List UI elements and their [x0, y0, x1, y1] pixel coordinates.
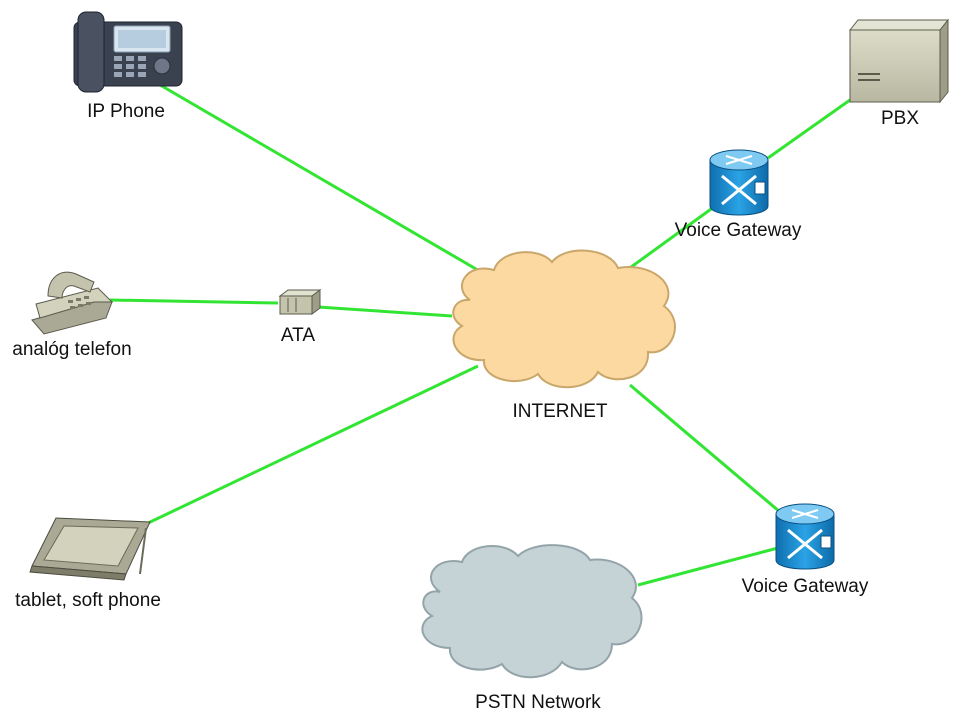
ip-phone-label: IP Phone: [87, 101, 165, 122]
link-ip-phone-internet: [154, 80, 489, 278]
link-ata-internet: [317, 305, 453, 318]
link-gateway-top-pbx: [767, 98, 851, 160]
link-gateway-bottom-pstn: [637, 546, 779, 587]
tablet-icon: [29, 517, 151, 581]
analog-phone-node[interactable]: analóg telefon: [12, 271, 132, 360]
voice-gateway-icon: [775, 503, 835, 570]
pbx-server-icon: [848, 18, 950, 104]
link-analog-phone-ata: [109, 298, 279, 305]
voice-gateway-bottom-label: Voice Gateway: [742, 576, 869, 597]
analog-phone-label: analóg telefon: [12, 339, 131, 360]
pstn-cloud[interactable]: PSTN Network: [421, 544, 643, 713]
ata-node[interactable]: ATA: [278, 289, 322, 346]
tablet-label: tablet, soft phone: [15, 590, 161, 611]
voice-gateway-icon: [709, 149, 769, 216]
pbx-label: PBX: [881, 108, 919, 129]
internet-label: INTERNET: [513, 401, 608, 422]
internet-cloud-icon: [452, 249, 676, 389]
tablet-node[interactable]: tablet, soft phone: [15, 517, 161, 611]
voice-gateway-top-node[interactable]: Voice Gateway: [675, 149, 802, 241]
ata-label: ATA: [281, 325, 315, 346]
pbx-node[interactable]: PBX: [848, 18, 950, 129]
voice-gateway-bottom-node[interactable]: Voice Gateway: [742, 503, 869, 597]
ip-phone-icon: [73, 11, 183, 93]
pstn-label: PSTN Network: [475, 692, 601, 713]
analog-phone-icon: [31, 271, 114, 335]
pstn-cloud-icon: [421, 544, 643, 679]
voice-gateway-top-label: Voice Gateway: [675, 220, 802, 241]
link-gateway-top-internet: [626, 202, 719, 272]
link-gateway-bottom-internet: [629, 383, 781, 514]
link-tablet-internet: [145, 364, 479, 526]
ip-phone-node[interactable]: IP Phone: [73, 11, 183, 122]
internet-cloud[interactable]: INTERNET: [452, 249, 676, 422]
links-layer: [109, 80, 851, 587]
ata-adapter-icon: [278, 289, 322, 315]
